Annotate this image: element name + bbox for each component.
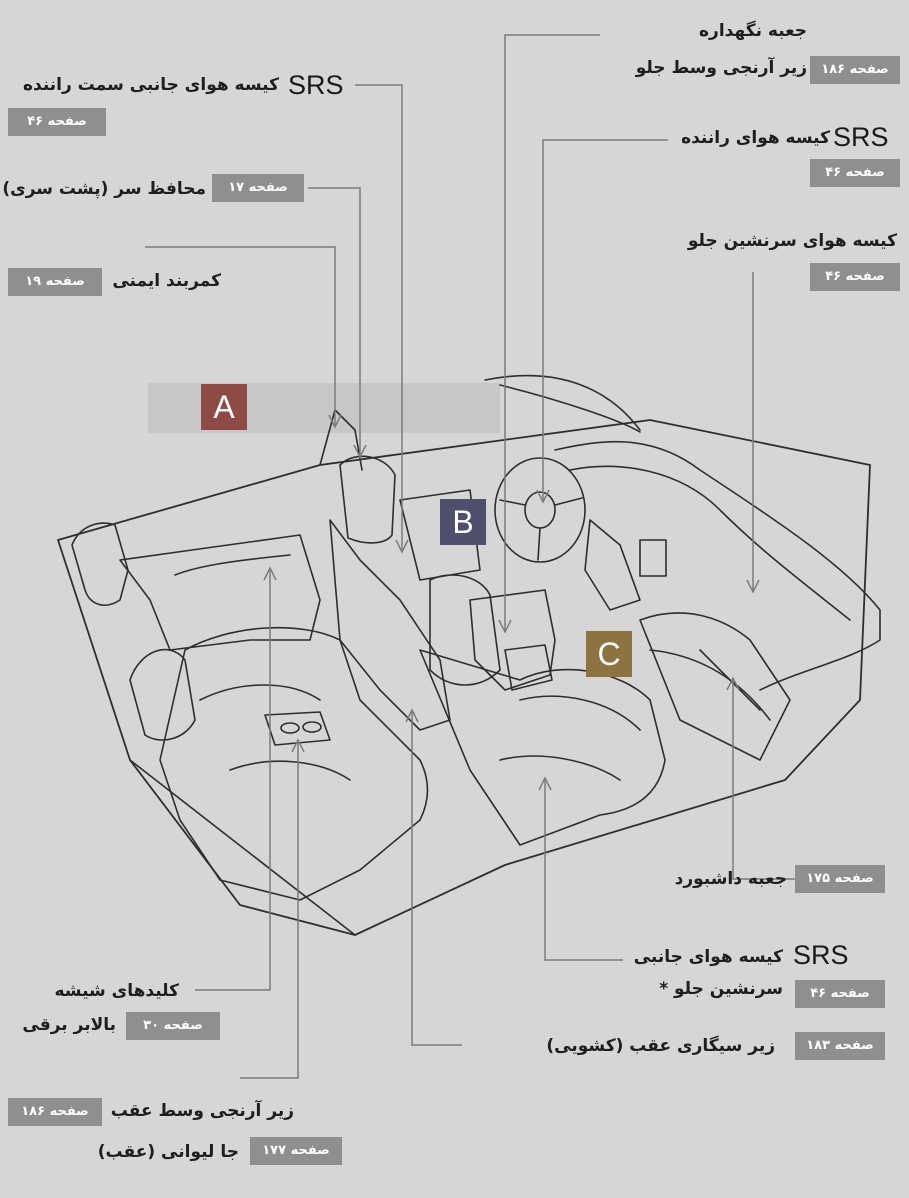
driver-side-airbag-label: کیسه هوای جانبی سمت راننده [23,74,279,96]
window-switch-page-badge: صفحه ۳۰ [126,1012,220,1040]
passenger-side-airbag-label-line2: سرنشین جلو * [659,978,783,1000]
cupholder-page-badge: صفحه ۱۷۷ [250,1137,342,1165]
window-switch-label-line1: کلیدهای شیشه [54,980,179,1002]
marker-c: C [586,631,632,677]
glovebox-label: جعبه داشبورد [675,868,787,890]
srs-label-driver-side: SRS [288,70,344,100]
window-switch-label-line2: بالابر برقی [22,1014,116,1036]
car-illustration [58,376,880,935]
front-storage-label-line1: جعبه نگهداره [699,20,807,42]
rear-armrest-label: زیر آرنجی وسط عقب [111,1100,294,1122]
seatbelt-label: کمربند ایمنی [112,270,221,292]
headrest-label: محافظ سر (پشت سری) [2,178,206,200]
ashtray-label: زیر سیگاری عقب (کشویی) [546,1035,775,1057]
rear-armrest-page-badge: صفحه ۱۸۶ [8,1098,102,1126]
arrow-heads [264,415,759,790]
passenger-side-airbag-page-badge: صفحه ۴۶ [795,980,885,1008]
srs-label-passenger-side: SRS [793,940,849,970]
driver-side-airbag-page-badge: صفحه ۴۶ [8,108,106,136]
marker-a: A [201,384,247,430]
front-storage-page-badge: صفحه ۱۸۶ [810,56,900,84]
passenger-airbag-page-badge: صفحه ۴۶ [810,263,900,291]
headrest-page-badge: صفحه ۱۷ [212,174,304,202]
passenger-airbag-label: کیسه هوای سرنشین جلو [688,230,897,252]
glovebox-page-badge: صفحه ۱۷۵ [795,865,885,893]
seatbelt-page-badge: صفحه ۱۹ [8,268,102,296]
driver-airbag-label: کیسه هوای راننده [681,127,830,149]
srs-label-driver: SRS [833,122,889,152]
front-storage-label-line2: زیر آرنجی وسط جلو [636,57,807,79]
cupholder-label: جا لیوانی (عقب) [98,1141,239,1163]
passenger-side-airbag-label-line1: کیسه هوای جانبی [634,946,783,968]
driver-airbag-page-badge: صفحه ۴۶ [810,159,900,187]
marker-b: B [440,499,486,545]
ashtray-page-badge: صفحه ۱۸۳ [795,1032,885,1060]
